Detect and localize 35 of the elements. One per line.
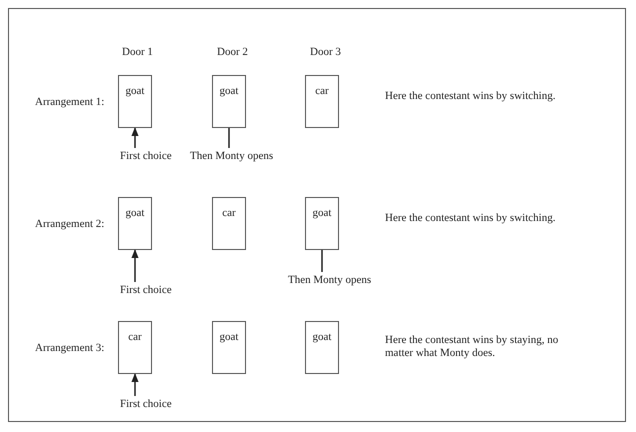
prize-text: goat — [124, 85, 146, 97]
door-box — [212, 197, 246, 250]
door-box — [305, 321, 339, 374]
row-label: Arrangement 1: — [35, 96, 104, 109]
door-box — [212, 321, 246, 374]
door-box — [212, 75, 246, 128]
row-label: Arrangement 2: — [35, 218, 104, 231]
prize-text: goat — [312, 331, 332, 343]
prize-text: goat — [312, 207, 332, 219]
prize-text: goat — [218, 331, 240, 343]
arrow — [131, 127, 139, 148]
annotation-text: Then Monty opens — [190, 150, 274, 163]
column-header: Door 1 — [122, 46, 153, 59]
prize-text: goat — [218, 85, 240, 97]
door-box — [305, 197, 339, 250]
door-box — [118, 197, 152, 250]
door-box — [118, 75, 152, 128]
column-header: Door 2 — [217, 46, 248, 59]
annotation-text: First choice — [120, 284, 172, 297]
arrow — [131, 249, 139, 282]
annotation-text: Then Monty opens — [288, 274, 372, 287]
column-header: Door 3 — [310, 46, 341, 59]
row-label: Arrangement 3: — [35, 342, 104, 355]
outcome-note: Here the contestant wins by staying, no matter what Monty does. — [385, 334, 560, 360]
door-box — [305, 75, 339, 128]
door-box — [118, 321, 152, 374]
prize-text: car — [221, 207, 237, 219]
prize-text: car — [314, 85, 330, 97]
arrow — [131, 373, 139, 396]
outcome-note: Here the contestant wins by switching. — [385, 90, 556, 103]
annotation-text: First choice — [120, 398, 172, 411]
prize-text: car — [127, 331, 143, 343]
annotation-text: First choice — [120, 150, 172, 163]
prize-text: goat — [124, 207, 146, 219]
outcome-note: Here the contestant wins by switching. — [385, 212, 556, 225]
